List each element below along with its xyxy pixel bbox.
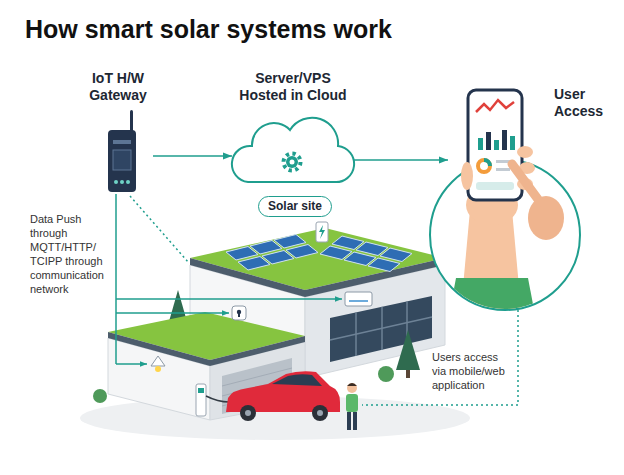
user-phone-hand [528, 196, 564, 240]
solar-panel [368, 258, 400, 272]
data-push-wire [116, 363, 147, 365]
person-figure [346, 383, 358, 430]
person-figure [346, 394, 358, 412]
user-phone-hand [430, 90, 580, 320]
electric-car [317, 410, 323, 416]
annotation-note: Data Push through MQTT/HTTP/ TCIPP throu… [30, 212, 108, 296]
flow-arrow [153, 155, 232, 157]
ev-charger [206, 396, 229, 402]
user-phone-hand [486, 132, 491, 150]
person-figure [353, 412, 357, 430]
user-phone-hand [476, 182, 514, 190]
gateway-device [114, 180, 118, 184]
upper-house-block [190, 258, 445, 297]
data-push-wire [116, 312, 229, 314]
user-phone-hand [512, 164, 540, 202]
user-phone-hand [476, 100, 514, 112]
inverter-box [316, 222, 328, 242]
node-heading: User Access [554, 86, 618, 120]
lower-house-wing [108, 332, 305, 366]
electric-car [240, 405, 256, 421]
cloud-server [290, 160, 295, 165]
electric-car [226, 371, 340, 421]
user-dotted-link [362, 310, 518, 405]
gateway-node: IoT H/W Gateway [83, 70, 153, 200]
electric-car [312, 405, 328, 421]
smart-lock [232, 306, 246, 320]
user-access-node: User Access [448, 86, 620, 316]
user-phone-hand [517, 146, 533, 158]
ev-charger [196, 384, 206, 416]
person-figure [347, 383, 357, 386]
site-label: Solar site [268, 199, 322, 214]
upper-house-block [330, 317, 432, 340]
smart-lock [238, 313, 240, 317]
user-dotted-link [362, 310, 518, 405]
electric-car [245, 410, 251, 416]
gateway-device [113, 140, 131, 144]
front-tree [378, 366, 394, 382]
user-phone-hand [448, 210, 536, 320]
gateway-device [108, 130, 136, 192]
data-push-wire [115, 194, 117, 364]
user-phone-hand [494, 140, 499, 150]
user-phone-hand [448, 278, 536, 320]
flow-arrow [354, 159, 448, 161]
node-heading: Server/VPS Hosted in Cloud [232, 70, 354, 104]
person-figure [347, 412, 351, 430]
front-tree [93, 389, 107, 403]
solar-panel [286, 245, 318, 259]
user-phone-hand [502, 130, 507, 150]
cloud-server [232, 118, 354, 182]
smart-lamp [155, 366, 161, 372]
diagram-title: How smart solar systems work [25, 14, 392, 44]
node-heading: IoT H/W Gateway [83, 70, 153, 104]
user-phone-hand [484, 160, 490, 166]
gateway-dotted-link [130, 196, 188, 262]
gateway-device [108, 110, 136, 192]
annotation-note: Users access via mobile/web application [432, 350, 510, 392]
user-phone-hand [478, 160, 490, 172]
user-phone-hand [461, 162, 473, 190]
front-tree [396, 330, 420, 370]
lower-house-wing [108, 312, 305, 360]
cloud-server [232, 118, 354, 182]
cloud-node: Server/VPS Hosted in Cloud [232, 70, 354, 185]
data-push-wire [116, 194, 342, 364]
ev-charger [196, 384, 229, 416]
cloud-server [284, 154, 301, 171]
user-phone-hand [496, 168, 510, 171]
ev-charger [198, 388, 204, 393]
user-phone-hand [468, 90, 522, 200]
smart-lamp [151, 356, 165, 366]
gateway-device [126, 180, 130, 184]
data-push-wire [116, 298, 342, 300]
smart-lamp [151, 356, 165, 372]
air-conditioner [345, 292, 372, 306]
user-phone-hand [510, 136, 515, 150]
gateway-device [120, 180, 124, 184]
smart-lock [232, 306, 246, 320]
site-badge: Solar site [258, 196, 332, 217]
front-tree [93, 330, 420, 403]
cloud-server [286, 156, 298, 168]
gateway-device [113, 150, 131, 170]
inverter-box [319, 225, 325, 239]
air-conditioner [349, 300, 368, 302]
air-conditioner [345, 292, 372, 306]
inverter-box [316, 222, 328, 242]
electric-car [272, 374, 322, 386]
user-phone-hand [478, 138, 483, 150]
person-figure [347, 383, 357, 393]
gateway-dotted-link [130, 196, 188, 262]
